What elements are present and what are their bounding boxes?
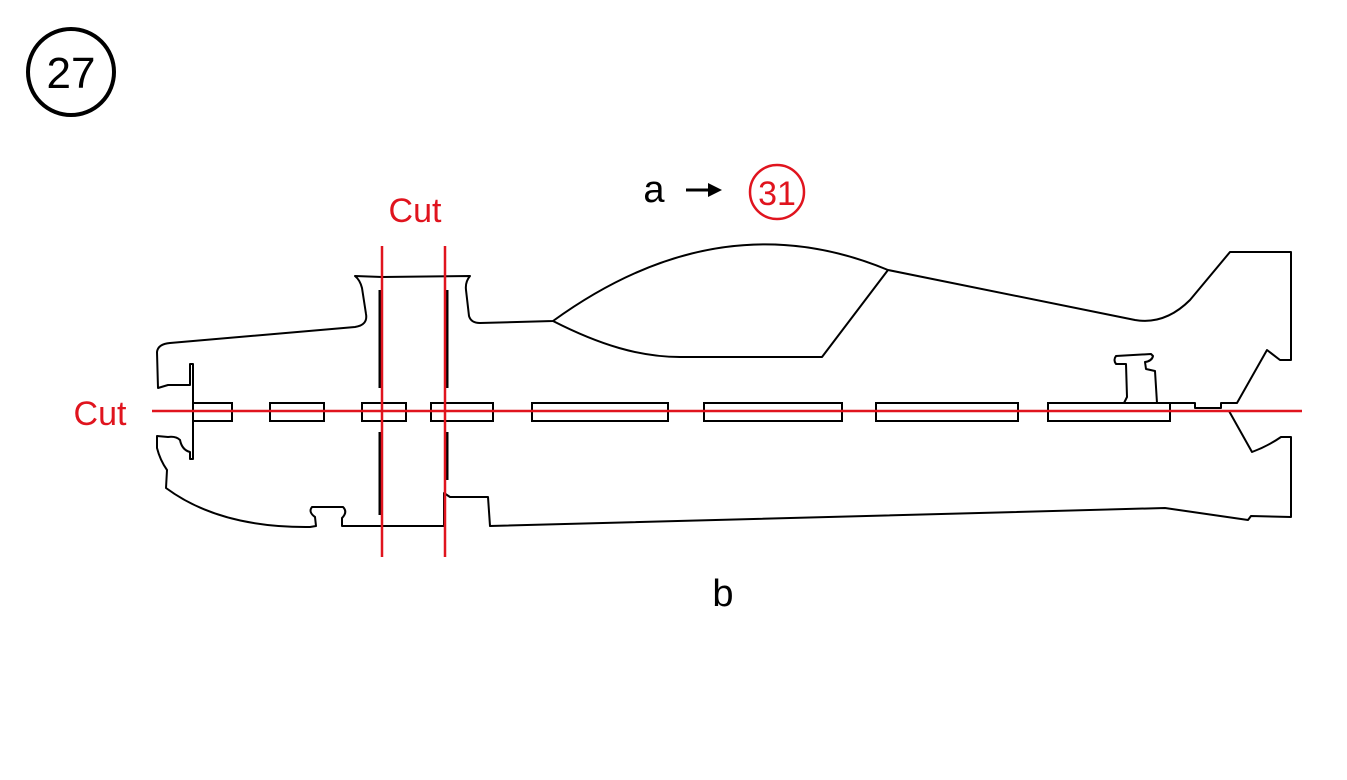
cut-label-vertical: Cut xyxy=(389,192,442,230)
part-b-label: b xyxy=(712,573,733,615)
step-number-badge: 27 xyxy=(26,27,116,117)
fuselage-upper-part xyxy=(156,243,1292,409)
part-a-label: a xyxy=(643,169,665,211)
reference-step-badge: 31 xyxy=(748,163,806,221)
ref-step-number: 31 xyxy=(758,175,796,213)
ref-circle xyxy=(748,163,806,221)
step-circle xyxy=(26,27,116,117)
cut-lines xyxy=(152,246,1302,557)
fuselage-lower-part xyxy=(156,410,1292,529)
canopy-outline xyxy=(552,269,889,358)
arrow-right-icon xyxy=(686,183,722,197)
step-number: 27 xyxy=(47,49,96,98)
cut-guide-marks xyxy=(378,290,449,515)
cut-label-horizontal: Cut xyxy=(74,395,127,433)
